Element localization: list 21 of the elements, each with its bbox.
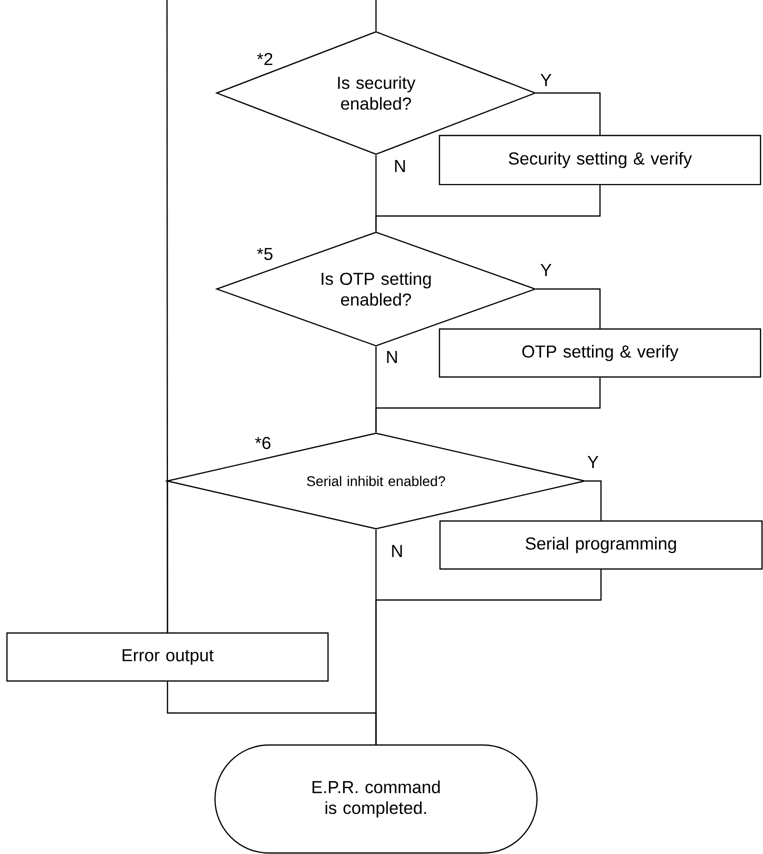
connector-line — [375, 185, 601, 232]
edge-label: Y — [538, 72, 554, 88]
process-box: Security setting & verify — [438, 134, 762, 186]
process-box: Error output — [6, 632, 329, 682]
connector-line — [536, 288, 601, 328]
step-note: *6 — [255, 436, 270, 450]
process-box: OTP setting & verify — [438, 328, 762, 378]
connector-line — [536, 92, 601, 135]
edge-label: N — [384, 350, 400, 364]
edge-label: Y — [538, 262, 554, 278]
edge-label: N — [389, 544, 405, 558]
edge-label: N — [392, 158, 408, 174]
process-box: Serial programming — [439, 520, 763, 570]
edge-label: Y — [586, 454, 600, 470]
connector-line — [375, 378, 601, 432]
connector-line — [375, 0, 377, 31]
step-note: *5 — [257, 248, 272, 260]
connector-line — [166, 682, 377, 744]
connector-line — [586, 480, 602, 520]
step-note: *2 — [257, 52, 272, 66]
connector-line — [166, 0, 168, 632]
